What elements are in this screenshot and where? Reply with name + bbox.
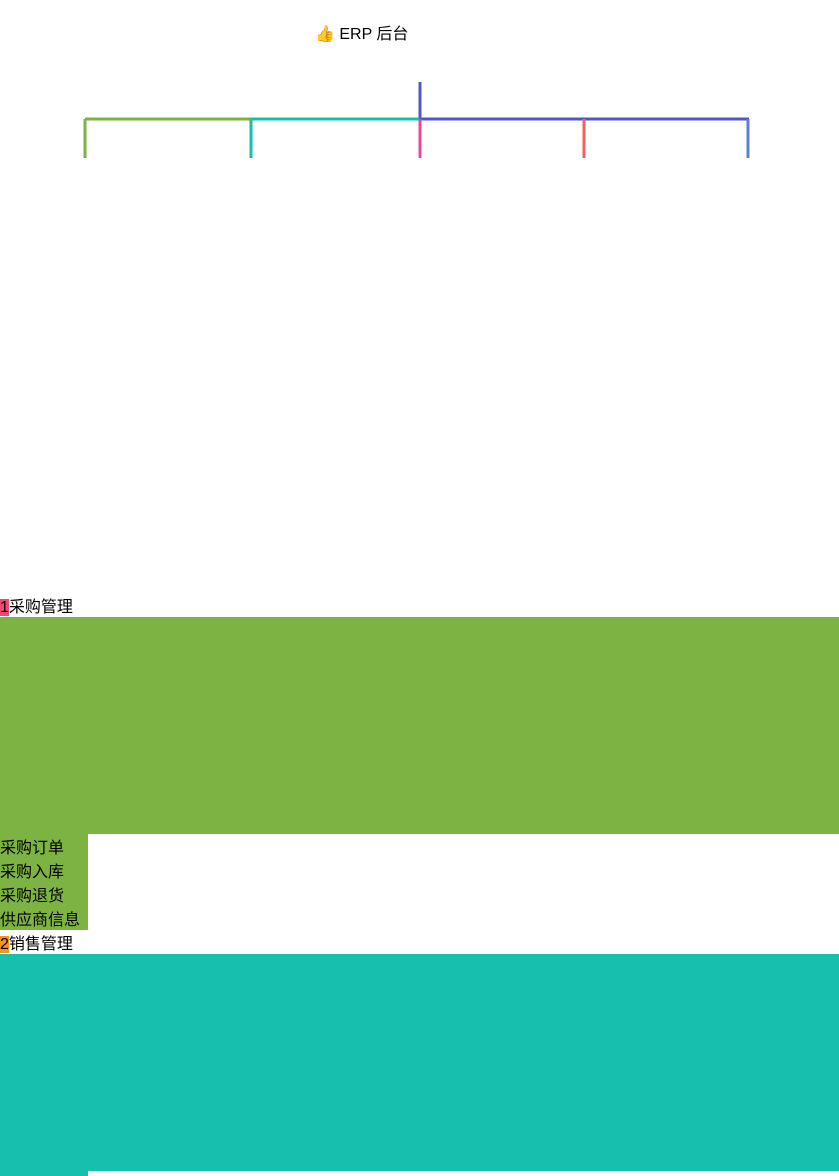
column-header-2[interactable]: 2销售管理	[0, 930, 839, 954]
leaf-item-label: 供应商信息	[0, 912, 81, 929]
root-node[interactable]: 👍 ERP 后台	[315, 20, 524, 82]
column-spine-2	[0, 954, 839, 1171]
column-host: 1采购管理采购订单采购入库采购退货供应商信息2销售管理销售订单销售出库销售退货客…	[0, 593, 839, 1176]
leaf-item[interactable]: 采购入库	[0, 858, 88, 882]
connector-lines	[83, 82, 750, 158]
column-title-1: 采购管理	[8, 599, 73, 616]
root-node-title: ERP 后台	[339, 26, 409, 43]
column-header-1[interactable]: 1采购管理	[0, 593, 839, 617]
leaf-item[interactable]: 采购退货	[0, 882, 88, 906]
leaf-item[interactable]: 供应商信息	[0, 906, 88, 930]
column-2: 2销售管理销售订单销售出库销售退货客户信息	[0, 930, 839, 1176]
thumbs-up-icon: 👍	[315, 26, 335, 43]
column-badge-2: 2	[0, 936, 9, 953]
leaf-item[interactable]: 销售订单	[0, 1171, 88, 1176]
leaf-item-label: 采购入库	[0, 864, 65, 881]
leaf-item-label: 采购订单	[0, 840, 65, 857]
column-spine-1	[0, 617, 839, 834]
column-1: 1采购管理采购订单采购入库采购退货供应商信息	[0, 593, 839, 930]
column-title-2: 销售管理	[8, 936, 73, 953]
leaf-item-label: 采购退货	[0, 888, 65, 905]
leaf-item[interactable]: 采购订单	[0, 834, 88, 858]
column-badge-1: 1	[0, 599, 9, 616]
